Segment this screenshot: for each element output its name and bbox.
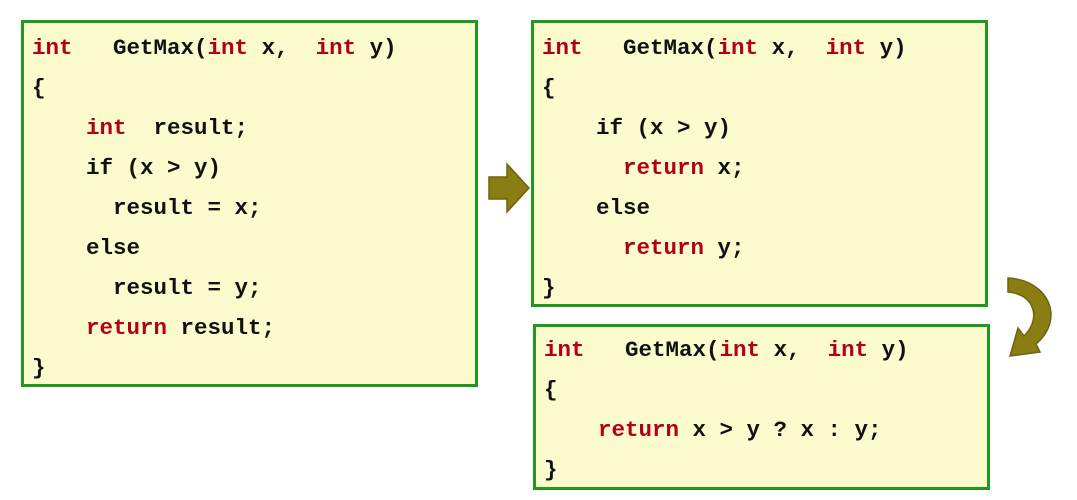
code-text: result;: [126, 115, 249, 141]
code-keyword: int: [207, 35, 249, 61]
code-text: x,: [760, 337, 828, 363]
code-keyword: int: [315, 35, 357, 61]
code-line: if (x > y): [542, 113, 731, 143]
code-line: else: [542, 193, 650, 223]
code-text: [32, 315, 86, 341]
code-text: GetMax(: [72, 35, 208, 61]
code-text: y;: [704, 235, 745, 261]
code-box-original: int GetMax(int x, int y){ int result; if…: [21, 20, 478, 387]
code-keyword: int: [542, 35, 583, 61]
code-text: x;: [704, 155, 745, 181]
code-text: [542, 235, 623, 261]
code-text: {: [544, 377, 558, 403]
code-text: {: [542, 75, 556, 101]
code-text: else: [542, 195, 651, 221]
code-text: result = y;: [32, 275, 262, 301]
code-line: int GetMax(int x, int y): [32, 33, 397, 63]
code-keyword: return: [86, 315, 168, 341]
code-text: if (x > y): [32, 155, 222, 181]
code-text: [544, 417, 598, 443]
code-keyword: int: [827, 337, 869, 363]
code-text: [542, 155, 623, 181]
code-text: x,: [758, 35, 826, 61]
code-keyword: int: [544, 337, 585, 363]
code-line: return y;: [542, 233, 745, 263]
code-line: return result;: [32, 313, 275, 343]
code-line: else: [32, 233, 140, 263]
code-keyword: int: [717, 35, 759, 61]
code-line: int GetMax(int x, int y): [544, 335, 909, 365]
code-text: x,: [248, 35, 316, 61]
curved-arrow-down-icon: [1007, 277, 1052, 357]
block-arrow-right-icon: [488, 162, 531, 214]
code-text: x > y ? x : y;: [679, 417, 882, 443]
code-line: }: [542, 273, 556, 303]
code-line: return x;: [542, 153, 745, 183]
code-line: int result;: [32, 113, 248, 143]
code-line: int GetMax(int x, int y): [542, 33, 907, 63]
code-line: }: [544, 455, 558, 485]
code-line: result = y;: [32, 273, 262, 303]
code-text: y): [356, 35, 397, 61]
code-line: if (x > y): [32, 153, 221, 183]
code-line: return x > y ? x : y;: [544, 415, 882, 445]
code-box-early-return: int GetMax(int x, int y){ if (x > y) ret…: [531, 20, 988, 307]
code-text: }: [544, 457, 558, 483]
code-text: {: [32, 75, 46, 101]
code-line: result = x;: [32, 193, 262, 223]
code-text: GetMax(: [582, 35, 718, 61]
code-keyword: return: [623, 235, 705, 261]
code-keyword: int: [825, 35, 867, 61]
code-box-ternary: int GetMax(int x, int y){ return x > y ?…: [533, 324, 990, 490]
code-text: else: [32, 235, 141, 261]
code-text: result = x;: [32, 195, 262, 221]
code-keyword: int: [86, 115, 127, 141]
code-text: [32, 115, 86, 141]
code-text: y): [868, 337, 909, 363]
code-line: {: [544, 375, 558, 405]
code-text: }: [32, 355, 46, 381]
code-keyword: return: [623, 155, 705, 181]
code-keyword: int: [32, 35, 73, 61]
code-text: result;: [167, 315, 276, 341]
code-line: {: [542, 73, 556, 103]
code-line: {: [32, 73, 46, 103]
code-keyword: return: [598, 417, 680, 443]
code-text: }: [542, 275, 556, 301]
code-text: if (x > y): [542, 115, 732, 141]
code-keyword: int: [719, 337, 761, 363]
code-text: GetMax(: [584, 337, 720, 363]
code-text: y): [866, 35, 907, 61]
code-line: }: [32, 353, 46, 383]
